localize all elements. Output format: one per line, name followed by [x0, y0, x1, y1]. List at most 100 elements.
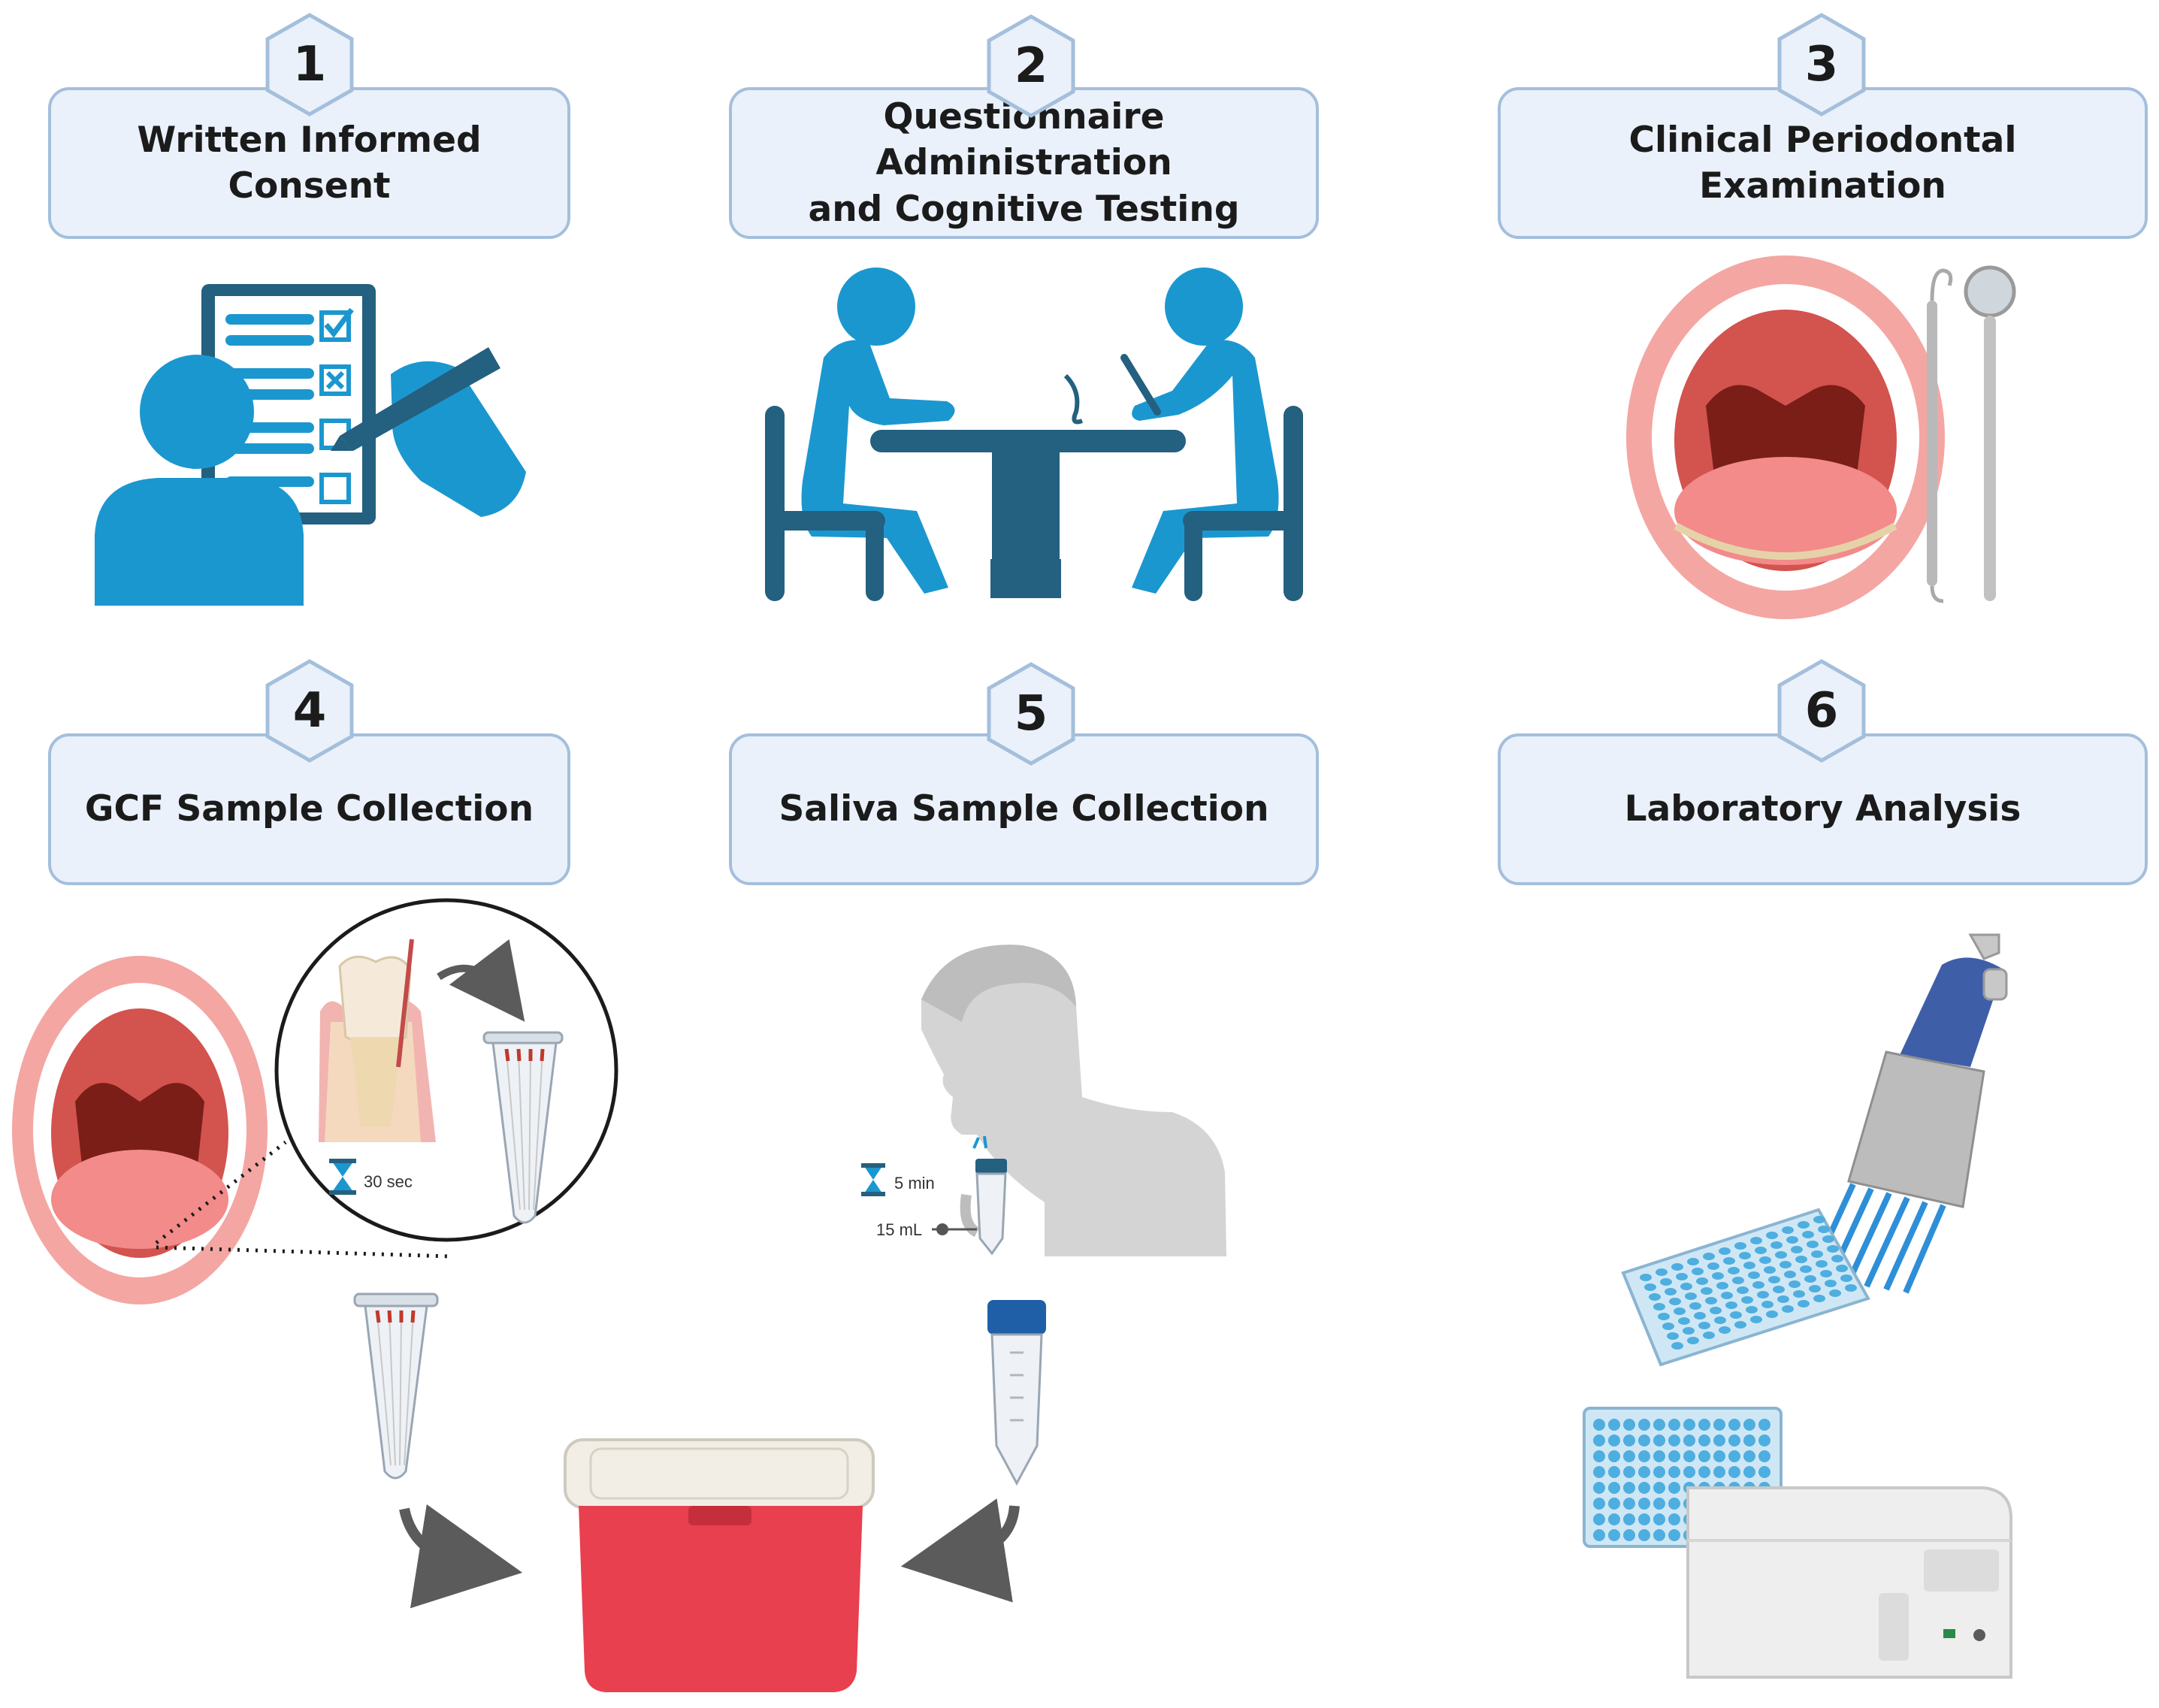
plate-well — [1685, 1292, 1697, 1300]
step-6-number: 6 — [1804, 683, 1839, 739]
plate-well — [1829, 1289, 1841, 1297]
step-3-number: 3 — [1804, 37, 1839, 92]
step-2-title: Questionnaire Administration and Cogniti… — [732, 94, 1316, 231]
arrow-to-cooler-left — [399, 1504, 523, 1609]
step-4-number: 4 — [292, 683, 327, 739]
plate-well — [1653, 1419, 1665, 1431]
plate-well — [1775, 1251, 1787, 1259]
plate-well — [1638, 1419, 1650, 1431]
zoom-line-upper — [155, 1141, 287, 1244]
plate-well — [1638, 1498, 1650, 1510]
plate-well — [1623, 1529, 1635, 1541]
plate-well — [1653, 1529, 1665, 1541]
plate-well — [1713, 1450, 1725, 1462]
plate-well — [1668, 1419, 1680, 1431]
plate-well — [1683, 1450, 1695, 1462]
step-3-title: Clinical Periodontal Examination — [1628, 119, 2017, 207]
interview-icon — [765, 268, 1303, 601]
plate-well — [1734, 1242, 1746, 1250]
plate-well — [1687, 1337, 1699, 1344]
plate-well — [1793, 1290, 1805, 1298]
plate-well — [1649, 1293, 1661, 1301]
plate-well — [1593, 1498, 1605, 1510]
plate-well — [1728, 1450, 1740, 1462]
plate-well — [1748, 1271, 1760, 1279]
plate-well — [1728, 1419, 1740, 1431]
plate-well — [1743, 1419, 1755, 1431]
multichannel-pipette-icon — [1811, 933, 2008, 1294]
microtube-icon — [353, 1292, 439, 1480]
plate-well — [1665, 1288, 1677, 1295]
plate-well — [1662, 1323, 1674, 1330]
plate-well — [1668, 1482, 1680, 1494]
plate-well — [1593, 1513, 1605, 1525]
step-6-box: Laboratory Analysis — [1498, 733, 2148, 885]
step-5-box: Saliva Sample Collection — [729, 733, 1319, 885]
saliva-time-label: 5 min — [894, 1174, 935, 1193]
plate-well — [1668, 1450, 1680, 1462]
plate-well — [1761, 1301, 1773, 1308]
plate-well — [1713, 1419, 1725, 1431]
plate-well — [1696, 1277, 1708, 1285]
plate-well — [1623, 1434, 1635, 1447]
plate-well — [1804, 1275, 1816, 1283]
plate-well — [1668, 1529, 1680, 1541]
saliva-volume-label: 15 mL — [876, 1220, 922, 1239]
plate-well — [1827, 1245, 1839, 1253]
plate-well — [1698, 1466, 1710, 1478]
step-1-title: Written Informed Consent — [137, 119, 482, 207]
plate-well — [1782, 1226, 1794, 1234]
plate-well — [1593, 1466, 1605, 1478]
plate-well — [1758, 1466, 1770, 1478]
plate-well — [1795, 1256, 1807, 1263]
plate-well — [1638, 1434, 1650, 1447]
plate-well — [1653, 1450, 1665, 1462]
plate-well — [1608, 1466, 1620, 1478]
plate-well — [1732, 1277, 1744, 1284]
step-6-hexagon: 6 — [1775, 658, 1868, 763]
plate-well — [1653, 1513, 1665, 1525]
plate-well — [1678, 1317, 1690, 1325]
plate-well — [1728, 1434, 1740, 1447]
plate-well — [1719, 1326, 1731, 1334]
plate-well — [1800, 1265, 1812, 1273]
plate-well — [1840, 1274, 1852, 1282]
plate-well — [1818, 1226, 1830, 1233]
step-5-number: 5 — [1014, 686, 1048, 742]
plate-well — [1836, 1265, 1848, 1272]
plate-well — [1807, 1241, 1819, 1248]
step-2-title-line-1: Questionnaire Administration — [875, 96, 1172, 184]
plate-well — [1741, 1296, 1753, 1304]
plate-well — [1773, 1286, 1785, 1293]
plate-well — [1766, 1310, 1778, 1318]
step-1-number: 1 — [292, 37, 327, 92]
arrow-to-cooler-right — [900, 1498, 1020, 1603]
cooler-box-icon — [564, 1438, 875, 1692]
plate-well — [1737, 1286, 1749, 1294]
plate-well — [1716, 1282, 1728, 1289]
plate-well — [1656, 1268, 1668, 1276]
plate-well — [1730, 1311, 1742, 1319]
plate-well — [1750, 1316, 1762, 1323]
open-mouth-icon — [1626, 255, 1945, 619]
plate-well — [1653, 1303, 1665, 1310]
plate-well — [1668, 1513, 1680, 1525]
plate-well — [1674, 1307, 1686, 1315]
plate-well — [1739, 1252, 1751, 1259]
plate-well — [1660, 1278, 1672, 1286]
plate-well — [1653, 1466, 1665, 1478]
plate-well — [1644, 1283, 1656, 1291]
plate-well — [1746, 1306, 1758, 1313]
plate-well — [1653, 1498, 1665, 1510]
zoom-line-lower — [156, 1245, 452, 1259]
step-2-title-line-2: and Cognitive Testing — [808, 188, 1240, 230]
hourglass-icon — [861, 1163, 885, 1196]
plate-well — [1757, 1291, 1769, 1298]
microplate-icon — [1621, 1208, 1870, 1367]
plate-well — [1638, 1529, 1650, 1541]
plate-well — [1701, 1287, 1713, 1295]
plate-well — [1743, 1434, 1755, 1447]
plate-well — [1668, 1498, 1680, 1510]
plate-well — [1638, 1466, 1650, 1478]
